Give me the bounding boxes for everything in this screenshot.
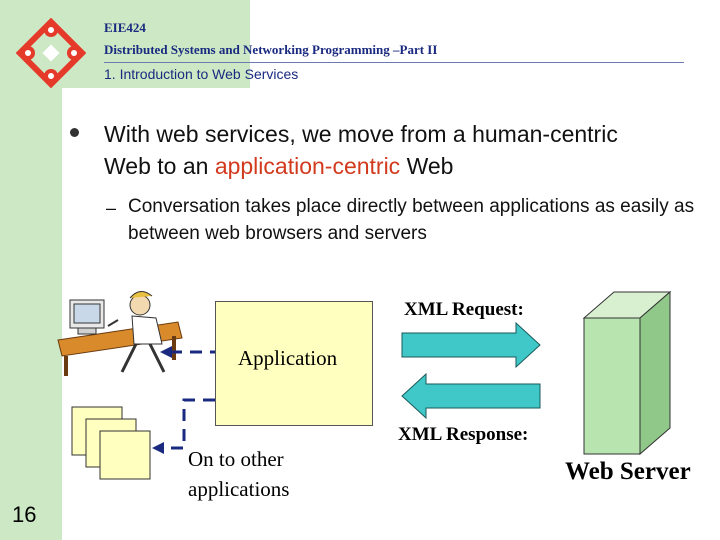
xml-request-label: XML Request: <box>404 299 524 320</box>
web-server-icon <box>582 290 672 456</box>
xml-request-arrow <box>401 321 541 369</box>
arrowhead-to-apps <box>152 442 164 454</box>
user-at-computer-icon <box>57 291 183 376</box>
web-server-label: Web Server <box>565 458 691 485</box>
header-band <box>62 0 250 88</box>
other-applications-icon <box>71 406 151 480</box>
xml-response-arrow <box>401 372 541 420</box>
arrowhead-to-user <box>160 346 172 358</box>
other-apps-line-2: applications <box>188 477 290 501</box>
sub-bullet: Conversation takes place directly betwee… <box>128 196 695 244</box>
other-applications-label: On to other applications <box>188 444 289 504</box>
main-bullet-text-start: With web services, we move from a human-… <box>104 121 618 179</box>
sidebar-band <box>0 0 62 540</box>
university-logo <box>16 18 86 88</box>
course-code: EIE424 <box>104 20 146 35</box>
main-bullet-text-end: Web <box>400 153 454 179</box>
main-bullet-accent: application-centric <box>214 153 401 179</box>
main-bullet: With web services, we move from a human-… <box>104 118 664 182</box>
page-number: 16 <box>12 502 37 527</box>
other-apps-line-1: On to other <box>188 447 284 471</box>
course-title: Distributed Systems and Networking Progr… <box>104 42 438 57</box>
header-divider <box>104 62 684 63</box>
sub-bullet-dash: – <box>106 198 117 218</box>
application-box <box>215 301 373 426</box>
bullet-dot <box>70 128 79 137</box>
section-title: 1. Introduction to Web Services <box>104 66 299 82</box>
dashed-connector <box>160 350 215 450</box>
application-label: Application <box>238 346 338 370</box>
xml-response-label: XML Response: <box>398 424 529 445</box>
